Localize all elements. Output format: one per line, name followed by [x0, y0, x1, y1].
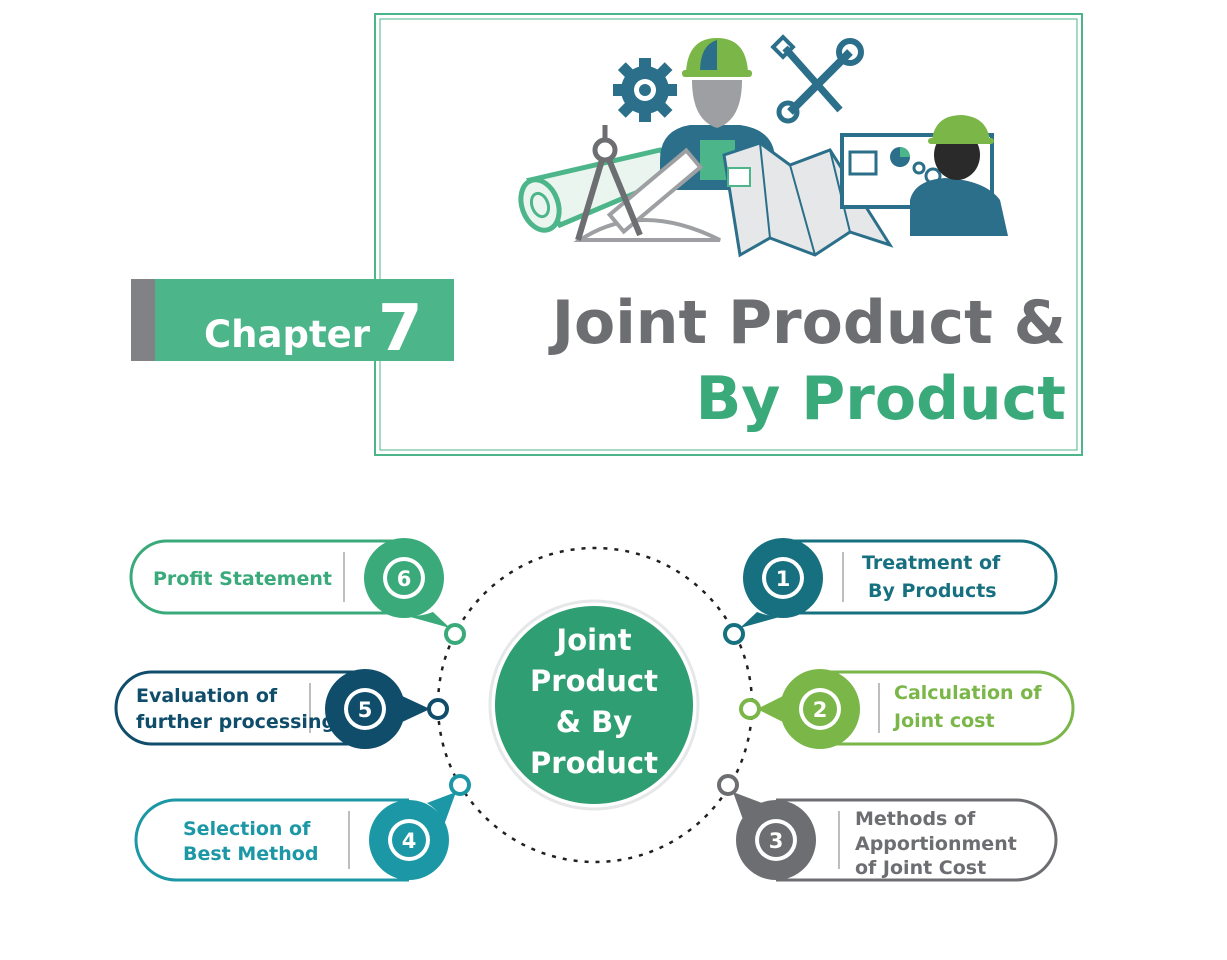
item-3-label-line-1: Methods of [855, 808, 976, 830]
item-3-pointer [733, 792, 762, 825]
item-6-number: 6 [397, 567, 412, 591]
item-5-label-line-1: Evaluation of [136, 685, 278, 707]
center-line-3: & By [556, 705, 632, 739]
item-1-label-line-2: By Products [868, 580, 997, 602]
compass-ruler-icon [573, 125, 721, 242]
item-1: 1 Treatment of By Products [723, 538, 1058, 645]
item-6-connector-dot [444, 623, 466, 645]
item-4-pointer [427, 792, 456, 825]
item-4-number: 4 [402, 829, 417, 853]
item-2-pill [820, 670, 1075, 746]
engineer-icon [910, 115, 1008, 236]
item-2-number: 2 [813, 698, 828, 722]
item-2-pointer [757, 695, 785, 723]
item-1-label-line-1: Treatment of [862, 552, 1001, 574]
item-2: 2 Calculation of Joint cost [739, 669, 1075, 749]
item-2-label-line-2: Joint cost [892, 710, 995, 732]
item-6: 6 Profit Statement [129, 538, 466, 645]
map-icon [722, 141, 894, 258]
center-line-4: Product [530, 746, 658, 780]
item-6-label-line-1: Profit Statement [153, 568, 332, 590]
center-line-1: Joint [554, 623, 631, 657]
item-3-label-line-3: of Joint Cost [855, 857, 986, 879]
item-5-connector-dot [427, 698, 449, 720]
chapter-ribbon: Chapter 7 [131, 279, 454, 366]
item-2-connector-dot [739, 698, 761, 720]
item-1-pill [785, 539, 1058, 615]
item-4-label-line-1: Selection of [183, 818, 311, 840]
item-5-number: 5 [358, 698, 373, 722]
center-line-2: Product [530, 664, 658, 698]
chapter-ribbon-body [155, 279, 454, 361]
item-5-label-line-2: further processing [136, 711, 335, 733]
gear-icon [613, 58, 677, 122]
page-title-line1: Joint Product & [548, 288, 1066, 358]
page-title-line2: By Product [696, 364, 1066, 434]
item-4-label-line-2: Best Method [183, 843, 318, 865]
wrench-screwdriver-icon [770, 34, 864, 124]
item-3-pill [776, 798, 1058, 882]
title-frame [374, 13, 1083, 456]
item-1-number: 1 [776, 567, 791, 591]
item-3: 3 Methods of Apportionment of Joint Cost [717, 774, 1058, 882]
item-3-connector-dot [717, 774, 739, 796]
center-hub: Joint Product & By Product [488, 599, 700, 811]
item-2-label-line-1: Calculation of [894, 682, 1042, 704]
item-3-number: 3 [769, 829, 784, 853]
chapter-ribbon-edge [131, 279, 155, 361]
chapter-number: 7 [378, 292, 423, 366]
item-5: 5 Evaluation of further processing [114, 669, 449, 749]
item-5-pill [114, 670, 365, 746]
item-4: 4 Selection of Best Method [134, 774, 471, 882]
item-4-connector-dot [449, 774, 471, 796]
header-illustration [518, 34, 1008, 258]
item-4-pill [134, 798, 409, 882]
item-6-pill [129, 539, 404, 615]
item-3-label-line-2: Apportionment [855, 833, 1017, 855]
item-1-connector-dot [723, 623, 745, 645]
item-5-pointer [400, 695, 430, 723]
chapter-label: Chapter [204, 313, 371, 356]
item-6-pointer [407, 612, 450, 628]
